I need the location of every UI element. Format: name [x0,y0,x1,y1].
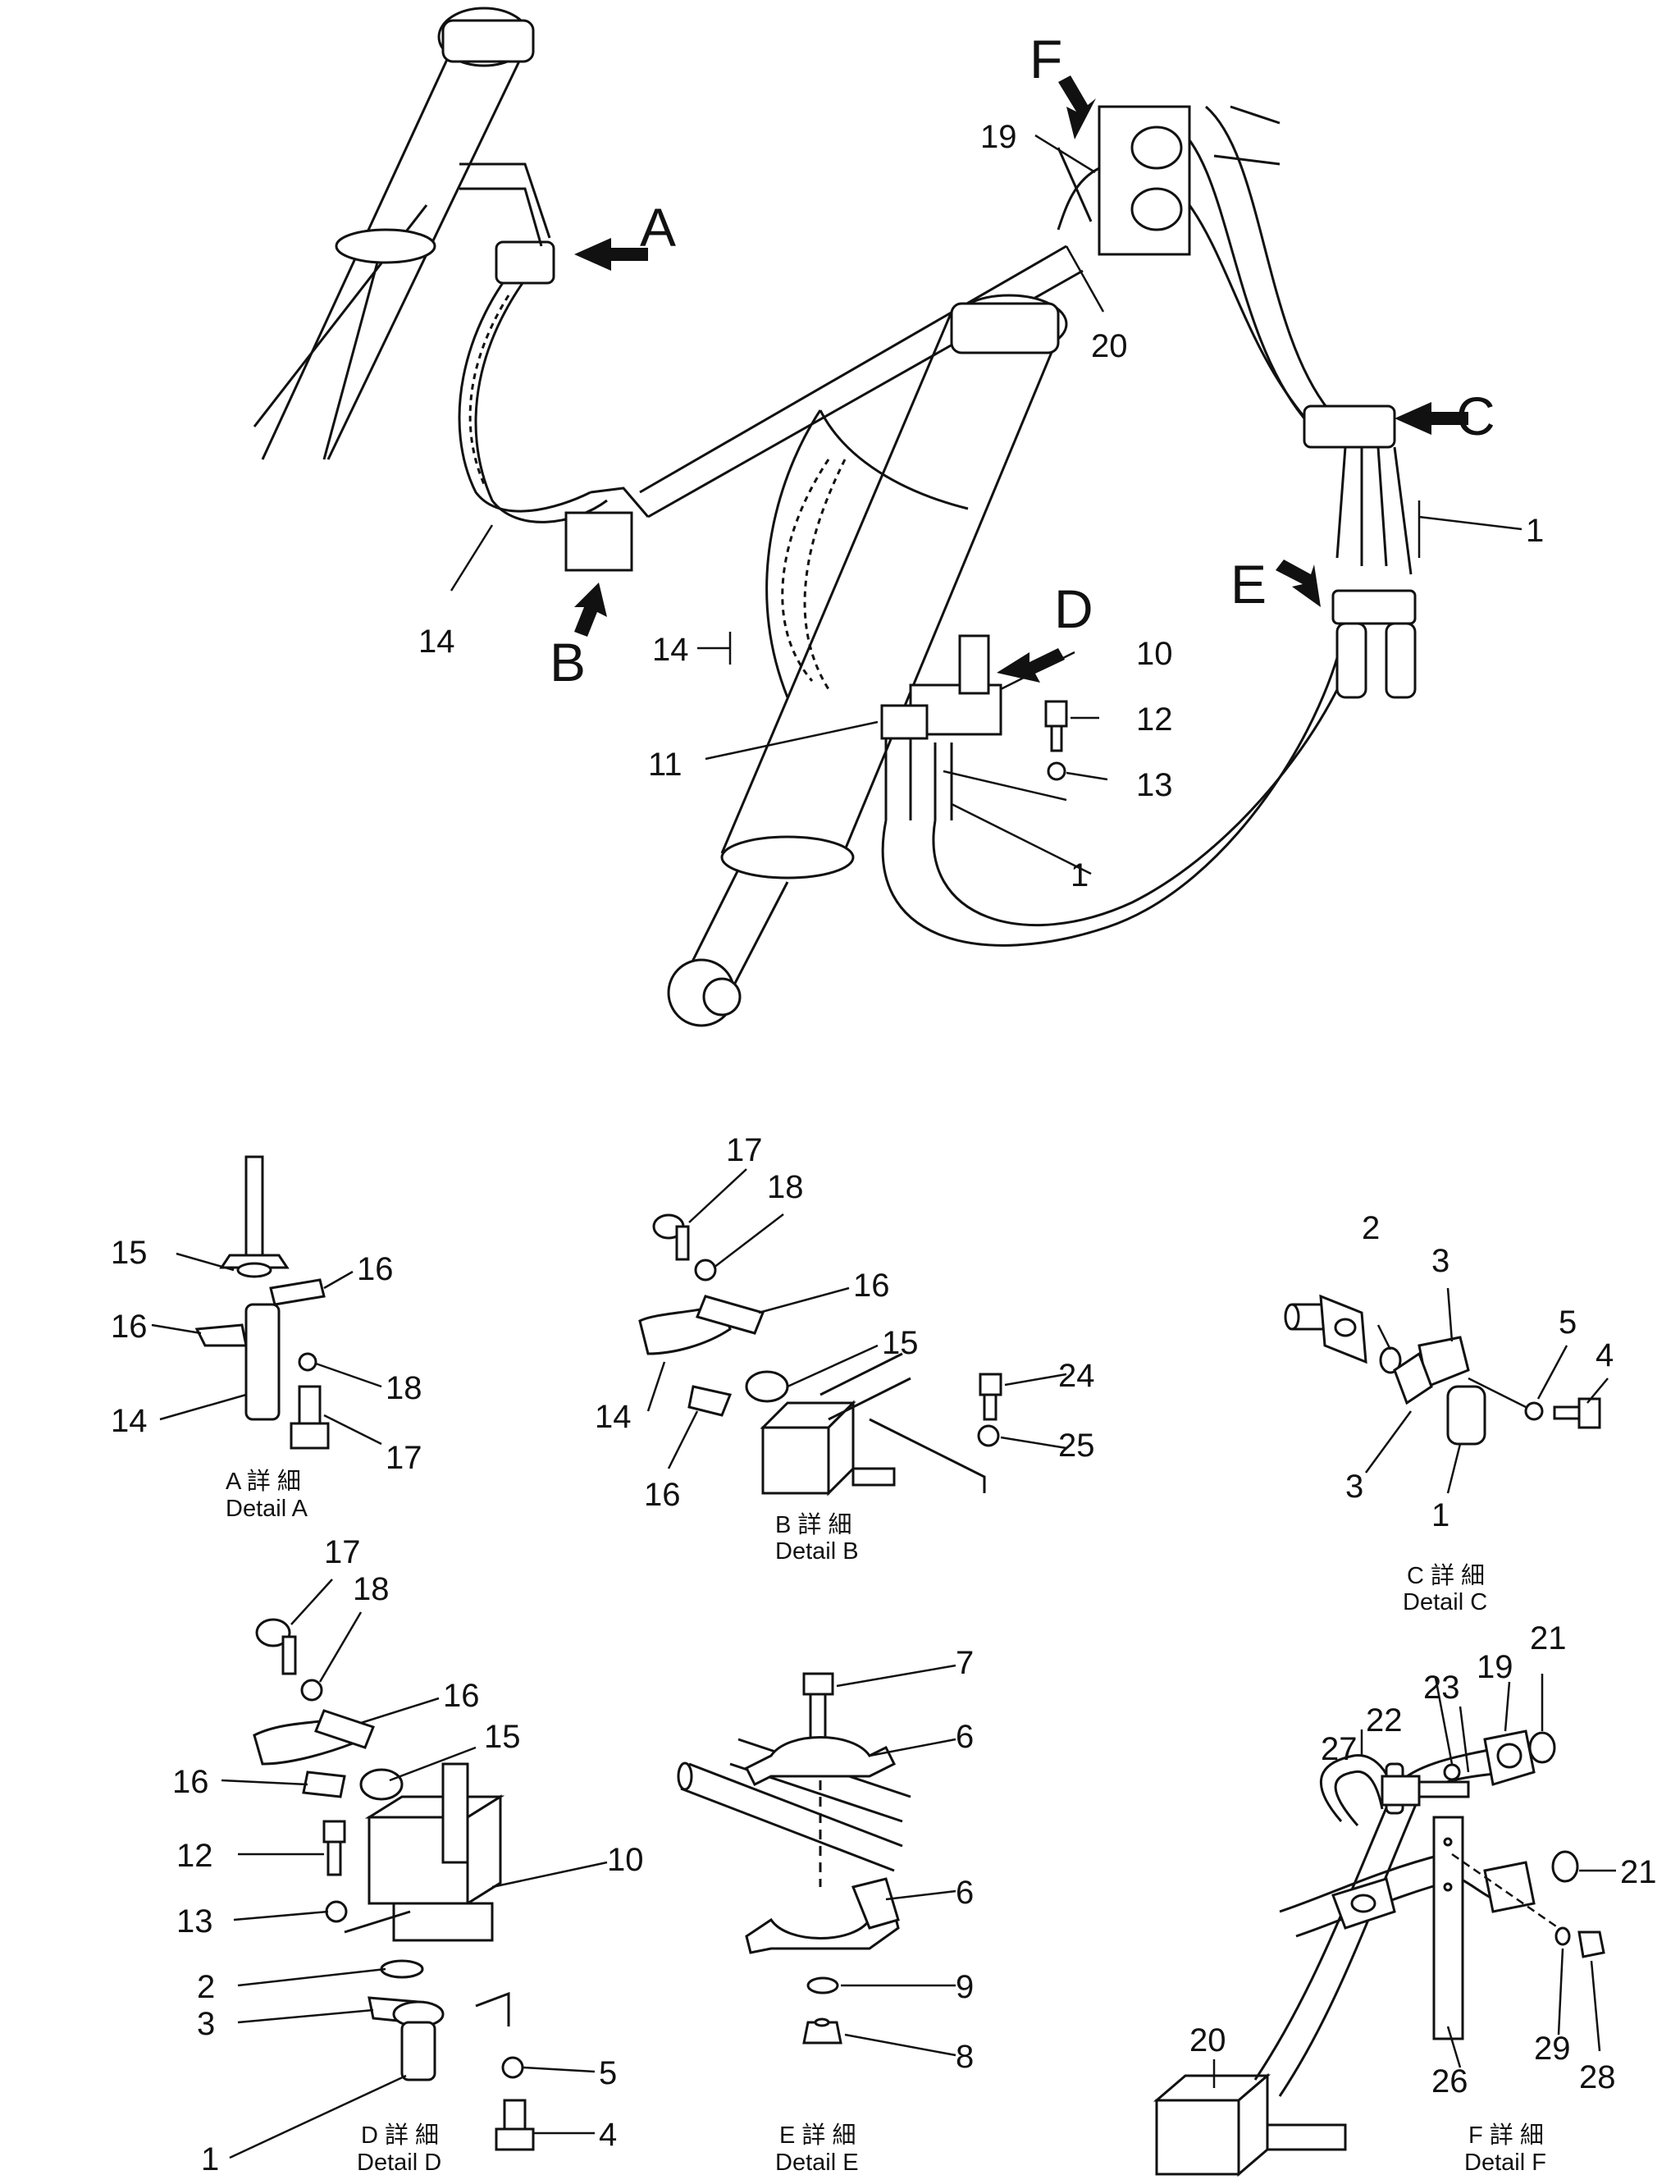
detail-a-label-15: 15 [111,1235,148,1271]
detail-b: 17 18 16 15 24 14 16 25 B 詳 細 Detail B [595,1132,1095,1565]
pipes-f-to-c [1172,105,1331,427]
detail-b-caption-jp: B 詳 細 [775,1511,851,1538]
detail-e: 7 6 6 9 8 E 詳 細 Detail E [677,1645,974,2176]
detail-c-label-4: 4 [1596,1337,1614,1373]
block-f [1057,105,1191,256]
detail-f-label-21b: 21 [1620,1854,1657,1890]
main-label-13: 13 [1136,767,1173,803]
block-b [564,511,633,572]
detail-d: 17 18 16 15 16 12 10 13 2 3 5 1 4 D 詳 細 … [172,1534,644,2177]
detail-c: 2 3 5 4 3 1 C 詳 細 Detail C [1284,1210,1614,1615]
detail-a-label-16a: 16 [357,1251,394,1287]
detail-b-label-15: 15 [882,1325,919,1361]
detail-b-label-24: 24 [1058,1358,1095,1394]
detail-f-caption-jp: F 詳 細 [1468,2122,1544,2149]
detail-a-caption-en: Detail A [226,1496,308,1522]
main-assembly-view: A B F C E D 19 20 1 14 14 10 12 11 13 1 [253,7,1544,1027]
detail-d-label-18: 18 [353,1571,390,1607]
detail-d-label-5: 5 [599,2055,617,2091]
detail-d-label-13: 13 [176,1903,213,1940]
main-label-11: 11 [648,747,682,783]
detail-d-label-16a: 16 [443,1678,480,1714]
detail-d-label-16b: 16 [172,1764,209,1800]
main-label-14b: 14 [652,632,689,668]
hoses-a-to-b [458,162,608,523]
detail-f-label-23: 23 [1423,1670,1460,1706]
main-label-14a: 14 [418,624,455,660]
detail-a-caption-jp: A 詳 細 [226,1468,301,1495]
detail-f-caption-en: Detail F [1464,2150,1546,2176]
detail-a-label-14: 14 [111,1403,148,1439]
callout-a: A [640,197,676,258]
detail-b-label-25: 25 [1058,1428,1095,1464]
main-label-19: 19 [980,119,1017,155]
detail-c-label-5: 5 [1559,1304,1577,1341]
detail-d-label-17: 17 [324,1534,361,1570]
detail-c-caption-en: Detail C [1403,1589,1487,1615]
main-label-1b: 1 [1071,857,1089,893]
callout-f: F [1029,29,1062,89]
detail-f-label-21a: 21 [1530,1620,1567,1656]
detail-d-label-3: 3 [197,2006,215,2042]
detail-f-label-28: 28 [1579,2059,1616,2095]
detail-c-label-3a: 3 [1431,1243,1449,1279]
detail-a-label-18: 18 [386,1370,422,1406]
main-bolt-12 [1044,700,1108,781]
detail-c-label-2: 2 [1362,1210,1380,1246]
callout-c: C [1456,386,1495,446]
detail-a-label-16b: 16 [111,1309,148,1345]
detail-d-caption-jp: D 詳 細 [361,2122,439,2149]
detail-d-label-4: 4 [599,2117,617,2153]
detail-e-label-6a: 6 [956,1719,974,1755]
detail-b-label-18: 18 [767,1169,804,1205]
detail-a-label-17: 17 [386,1440,422,1476]
fitting-c-hoses [1303,404,1417,699]
detail-c-label-1: 1 [1431,1497,1449,1533]
main-label-20: 20 [1091,328,1128,364]
detail-e-label-8: 8 [956,2039,974,2075]
block-d [880,634,1002,820]
detail-d-label-1: 1 [201,2141,219,2177]
detail-d-label-15: 15 [484,1719,521,1755]
detail-d-label-12: 12 [176,1838,213,1874]
hoses-14-right [765,409,847,698]
detail-c-caption-jp: C 詳 細 [1407,1562,1485,1589]
callout-e: E [1230,554,1267,615]
callout-d: D [1054,578,1093,639]
detail-e-label-7: 7 [956,1645,974,1681]
detail-e-caption-en: Detail E [775,2150,859,2176]
detail-f: 21 23 19 22 27 21 20 26 29 28 F 詳 細 Deta… [1153,1620,1657,2177]
detail-f-label-27: 27 [1321,1731,1358,1767]
detail-d-caption-en: Detail D [357,2150,441,2176]
detail-f-label-20: 20 [1189,2022,1226,2058]
detail-e-caption-jp: E 詳 細 [779,2122,856,2149]
left-boom-cylinder [253,7,535,460]
callout-b: B [550,632,586,692]
right-boom-cylinder [667,294,1068,1027]
detail-d-label-10: 10 [607,1842,644,1878]
detail-f-label-22: 22 [1366,1702,1403,1739]
detail-c-label-3b: 3 [1345,1469,1363,1505]
detail-b-label-14: 14 [595,1399,632,1435]
main-label-10: 10 [1136,636,1173,672]
detail-f-label-26: 26 [1431,2063,1468,2099]
detail-d-label-2: 2 [197,1969,215,2005]
detail-b-label-16a: 16 [853,1268,890,1304]
detail-b-label-16b: 16 [644,1477,681,1513]
detail-a: 15 16 16 14 18 17 A 詳 細 Detail A [111,1155,422,1522]
detail-b-label-17: 17 [726,1132,763,1168]
detail-e-label-6b: 6 [956,1875,974,1911]
detail-b-caption-en: Detail B [775,1538,859,1565]
detail-f-label-19: 19 [1477,1649,1513,1685]
main-label-12: 12 [1136,701,1173,738]
detail-e-label-9: 9 [956,1969,974,2005]
callout-arrows [574,75,1468,683]
main-label-1a: 1 [1526,513,1544,549]
main-leaders [450,134,1522,875]
detail-f-label-29: 29 [1534,2031,1571,2067]
loop-hose [881,623,1347,947]
